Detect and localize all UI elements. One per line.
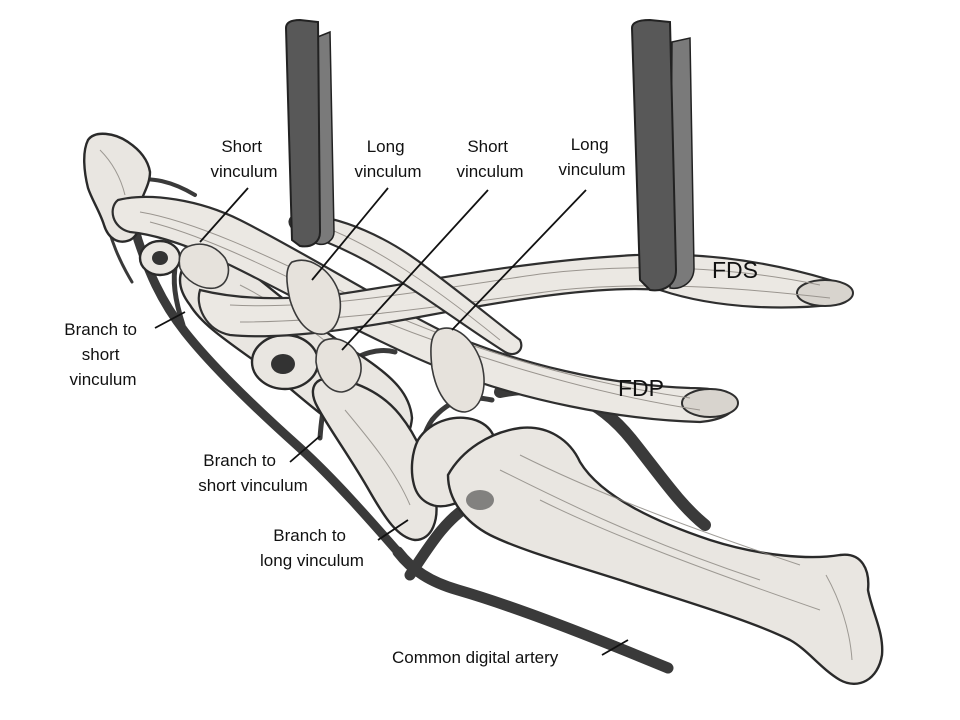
- label-common-digital-artery: Common digital artery: [392, 648, 559, 667]
- leader-branch-long: [377, 519, 409, 541]
- long-vinculum-proximal: [430, 327, 485, 413]
- left-retractor: [284, 18, 335, 248]
- proximal-phalanx: [311, 377, 438, 542]
- leader-short-vinculum-1: [199, 187, 249, 243]
- leader-branch-short-1: [154, 311, 186, 329]
- label-branch-short-1: Branch to short vinculum: [64, 320, 142, 389]
- leader-long-vinculum-2: [451, 189, 587, 331]
- label-branch-short-2: Branch to short vinculum: [198, 451, 308, 495]
- label-branch-long: Branch to long vinculum: [260, 526, 364, 570]
- labels: Short vinculum Long vinculum Short vincu…: [64, 135, 758, 667]
- label-long-vinculum-2: Long vinculum: [558, 135, 625, 179]
- label-long-vinculum-1: Long vinculum: [354, 137, 421, 181]
- long-vinculum-distal: [286, 259, 342, 335]
- right-retractor: [630, 18, 695, 292]
- label-fdp: FDP: [618, 375, 664, 401]
- leader-branch-short-2: [289, 435, 321, 463]
- short-vinculum-distal: [178, 243, 230, 290]
- bones: [83, 132, 884, 685]
- metacarpal: [446, 426, 884, 685]
- leader-common-digital-artery: [601, 639, 629, 656]
- retractors: [284, 18, 695, 292]
- label-fds: FDS: [712, 257, 758, 283]
- short-vinculum-proximal: [315, 338, 362, 393]
- leader-long-vinculum-1: [311, 187, 389, 281]
- leader-short-vinculum-2: [341, 189, 489, 351]
- leader-lines: [154, 187, 629, 656]
- label-short-vinculum-1: Short vinculum: [210, 137, 277, 181]
- tendons: [111, 195, 854, 424]
- label-short-vinculum-2: Short vinculum: [456, 137, 523, 181]
